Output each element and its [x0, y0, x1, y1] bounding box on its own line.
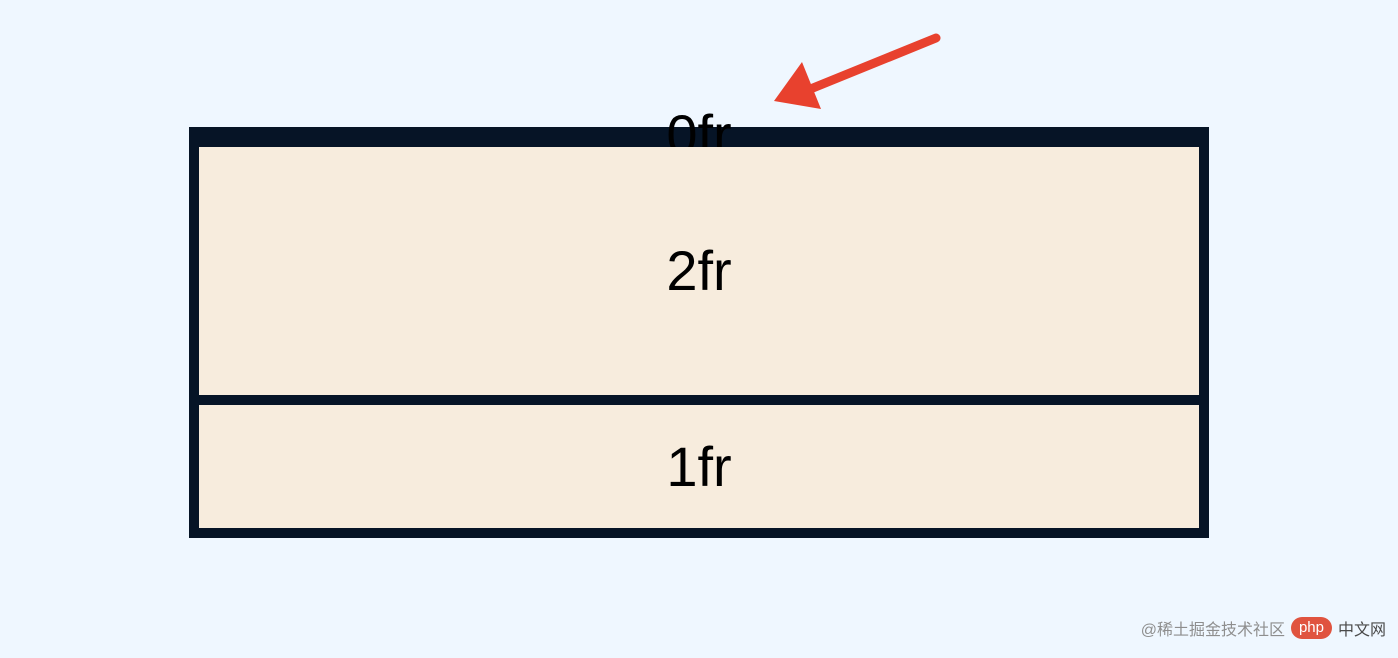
- grid-row-2fr: 2fr: [199, 147, 1199, 395]
- grid-row-1fr-label: 1fr: [666, 434, 732, 498]
- watermark-site: 中文网: [1337, 622, 1386, 639]
- watermark: @稀土掘金技术社区 php 中文网: [1141, 616, 1386, 640]
- grid-row-2fr-label: 2fr: [666, 239, 732, 302]
- watermark-text: @稀土掘金技术社区: [1140, 622, 1285, 639]
- php-badge: php: [1290, 617, 1332, 639]
- grid-container: 0fr 2fr 1fr: [189, 107, 1209, 538]
- grid-row-1fr: 1fr: [199, 405, 1199, 528]
- red-arrow-icon: [774, 33, 941, 109]
